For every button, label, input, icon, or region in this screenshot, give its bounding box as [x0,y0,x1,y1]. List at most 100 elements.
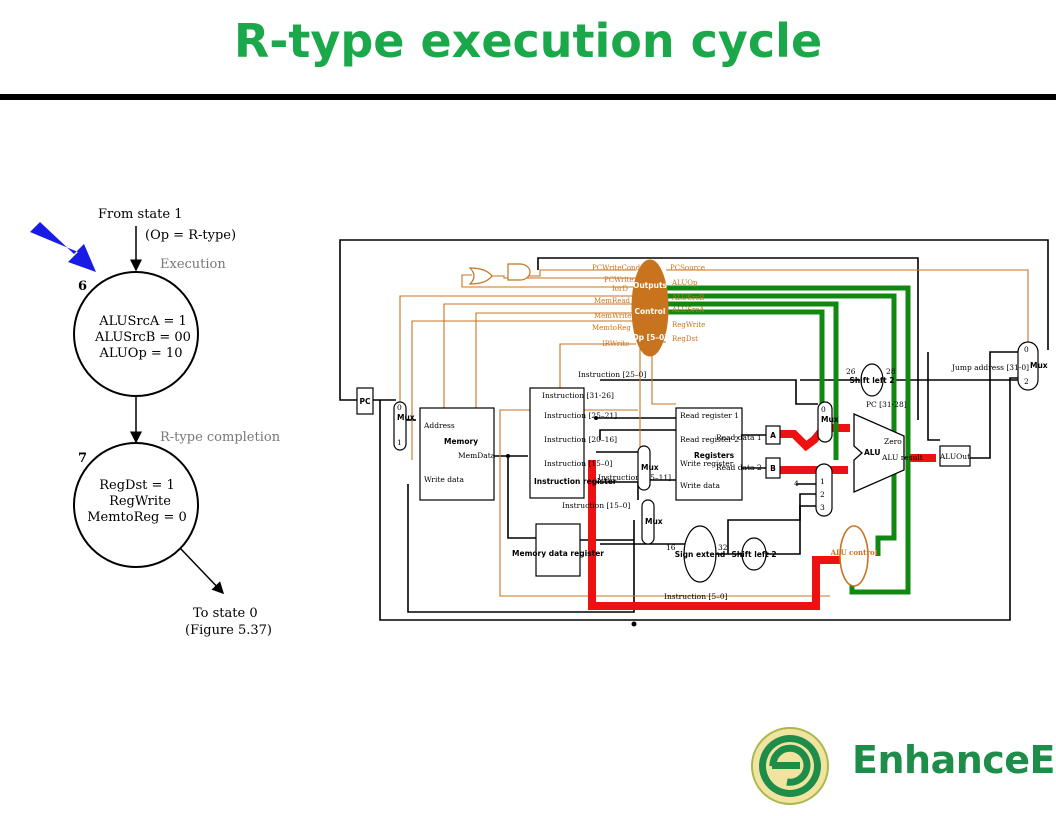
svg-text:26: 26 [846,367,856,376]
svg-text:3: 3 [820,503,825,512]
condition-label: (Op = R-type) [145,228,236,243]
svg-text:Mux: Mux [645,517,663,526]
svg-text:PCWrite: PCWrite [604,276,634,284]
aluout-register [939,445,971,467]
svg-text:RegDst: RegDst [672,335,698,343]
svg-text:Instruction [15–0]: Instruction [15–0] [562,501,630,510]
svg-text:Shift left 2: Shift left 2 [849,376,894,385]
state7-line3: MemtoReg = 0 [87,510,187,525]
svg-text:16: 16 [666,543,676,552]
svg-text:RegWrite: RegWrite [672,321,705,329]
svg-text:MemRead: MemRead [594,297,631,305]
svg-text:ALUSrcA: ALUSrcA [671,306,705,314]
svg-text:4: 4 [794,479,799,488]
svg-text:Sign extend: Sign extend [675,550,726,559]
svg-text:Read data 1: Read data 1 [716,433,762,442]
svg-text:0: 0 [1024,345,1029,354]
green-control-paths [666,285,911,595]
svg-text:Write register: Write register [680,459,734,468]
pc-register [356,387,374,415]
instruction-register [529,387,585,499]
alusrcb-mux [815,463,833,517]
pcsource-mux [1017,341,1039,391]
sign-extend [683,525,717,583]
or-gate [468,267,493,285]
svg-text:PCSource: PCSource [670,264,705,272]
svg-text:Shift left 2: Shift left 2 [731,550,776,559]
from-state-label: From state 1 [98,207,183,222]
datapath-diagram: PC 0 Mux 1 Address Memory MemData Write … [339,239,1049,627]
fsm-diagram: From state 1 (Op = R-type) Execution 6 A… [30,207,281,638]
svg-text:PC [31-28]: PC [31-28] [866,400,907,409]
svg-text:Instruction register: Instruction register [534,477,617,486]
svg-text:28: 28 [886,367,896,376]
svg-text:Memory: Memory [444,437,478,446]
svg-text:Zero: Zero [884,437,902,446]
svg-text:Address: Address [423,421,455,430]
svg-text:IRWrite: IRWrite [602,340,629,348]
state7-number: 7 [78,451,87,466]
svg-text:Op [5–0]: Op [5–0] [632,333,667,342]
svg-text:Mux: Mux [821,415,839,424]
memory-unit [419,407,495,501]
svg-text:B: B [770,464,776,473]
brand-name: EnhanceEdu [852,738,1056,782]
svg-text:ALU control: ALU control [830,548,878,557]
and-gate [507,263,531,281]
svg-text:Write data: Write data [680,481,720,490]
svg-text:A: A [770,431,776,440]
svg-text:2: 2 [1024,377,1029,386]
state6-number: 6 [78,279,87,294]
svg-text:Instruction [15–11]: Instruction [15–11] [598,473,671,482]
svg-text:Mux: Mux [641,463,659,472]
svg-text:Instruction [25–0]: Instruction [25–0] [578,370,646,379]
memtoreg-mux [641,499,655,545]
state7-circle [73,442,199,568]
page-title: R-type execution cycle [233,14,823,68]
svg-text:2: 2 [820,490,825,499]
svg-text:Instruction [31-26]: Instruction [31-26] [542,391,614,400]
pc-label: PC [359,397,370,406]
svg-text:ALU: ALU [864,448,880,457]
svg-text:Instruction [20–16]: Instruction [20–16] [544,435,617,444]
svg-text:PCWriteCond: PCWriteCond [592,264,641,272]
svg-text:0: 0 [821,405,826,414]
phase-rtype-completion: R-type completion [160,430,281,445]
to-state-label: To state 0 [193,606,258,621]
svg-text:Instruction [15–0]: Instruction [15–0] [544,459,612,468]
svg-text:1: 1 [397,438,402,447]
register-file [675,407,743,501]
svg-text:Instruction [25–21]: Instruction [25–21] [544,411,617,420]
svg-text:MemData: MemData [458,451,496,460]
svg-text:Read register 1: Read register 1 [680,411,739,420]
svg-text:Jump address [31-0]: Jump address [31-0] [951,363,1029,372]
svg-text:ALUSrcB: ALUSrcB [671,294,704,302]
state6-line2: ALUSrcB = 00 [94,330,191,345]
figure-ref: (Figure 5.37) [185,623,272,638]
svg-text:Outputs: Outputs [633,281,668,290]
svg-text:Write data: Write data [424,475,464,484]
phase-execution: Execution [160,257,226,272]
state7-line1: RegDst = 1 [99,478,175,493]
alusrca-mux [817,401,833,443]
svg-text:MemtoReg: MemtoReg [592,324,631,332]
state6-line1: ALUSrcA = 1 [98,314,186,329]
title-divider [0,94,1056,100]
svg-text:32: 32 [718,543,728,552]
memory-data-register [535,523,581,577]
svg-text:Instruction [5–0]: Instruction [5–0] [664,592,728,601]
svg-text:Read register 2: Read register 2 [680,435,739,444]
iord-mux [393,401,407,451]
reg-a [765,425,781,445]
svg-text:Mux: Mux [1030,361,1048,370]
svg-text:MemWrite: MemWrite [594,312,631,320]
state7-line2: RegWrite [109,494,171,509]
blue-pointer-arrow [30,222,96,272]
alu [853,413,905,493]
alu-control [839,525,869,587]
svg-text:ALUOp: ALUOp [671,279,698,287]
svg-text:Read data 2: Read data 2 [716,463,762,472]
svg-text:Memory data register: Memory data register [512,549,604,558]
svg-text:0: 0 [397,403,402,412]
